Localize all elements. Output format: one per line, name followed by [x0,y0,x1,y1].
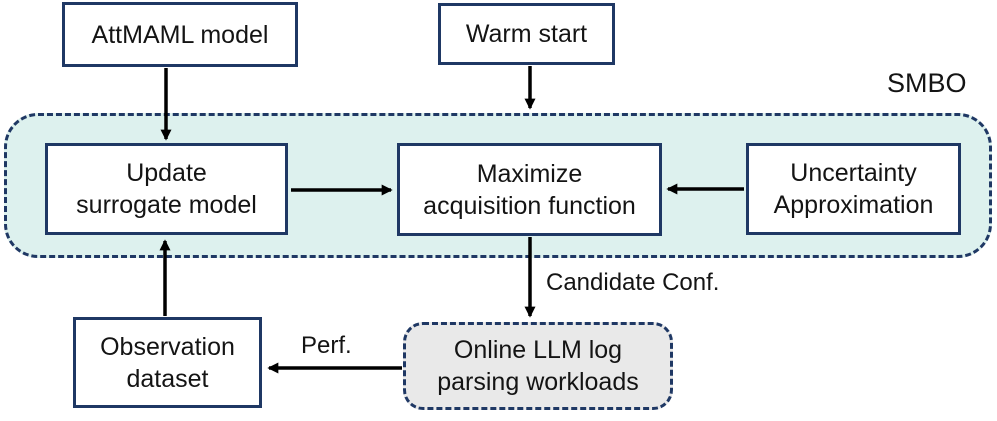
node-warm-start: Warm start [438,3,615,65]
node-online-llm-parsing-workloads: Online LLM log parsing workloads [403,322,673,410]
edge-label-candidate-conf: Candidate Conf. [546,269,720,296]
node-update-surrogate-model: Update surrogate model [45,143,288,235]
node-observation-dataset: Observation dataset [73,317,262,408]
node-uncertainty-approximation: Uncertainty Approximation [746,143,961,235]
smbo-label: SMBO [887,68,967,98]
node-attmaml-model: AttMAML model [62,2,298,67]
edge-label-perf: Perf. [301,332,352,359]
node-maximize-acquisition-function: Maximize acquisition function [397,143,662,236]
